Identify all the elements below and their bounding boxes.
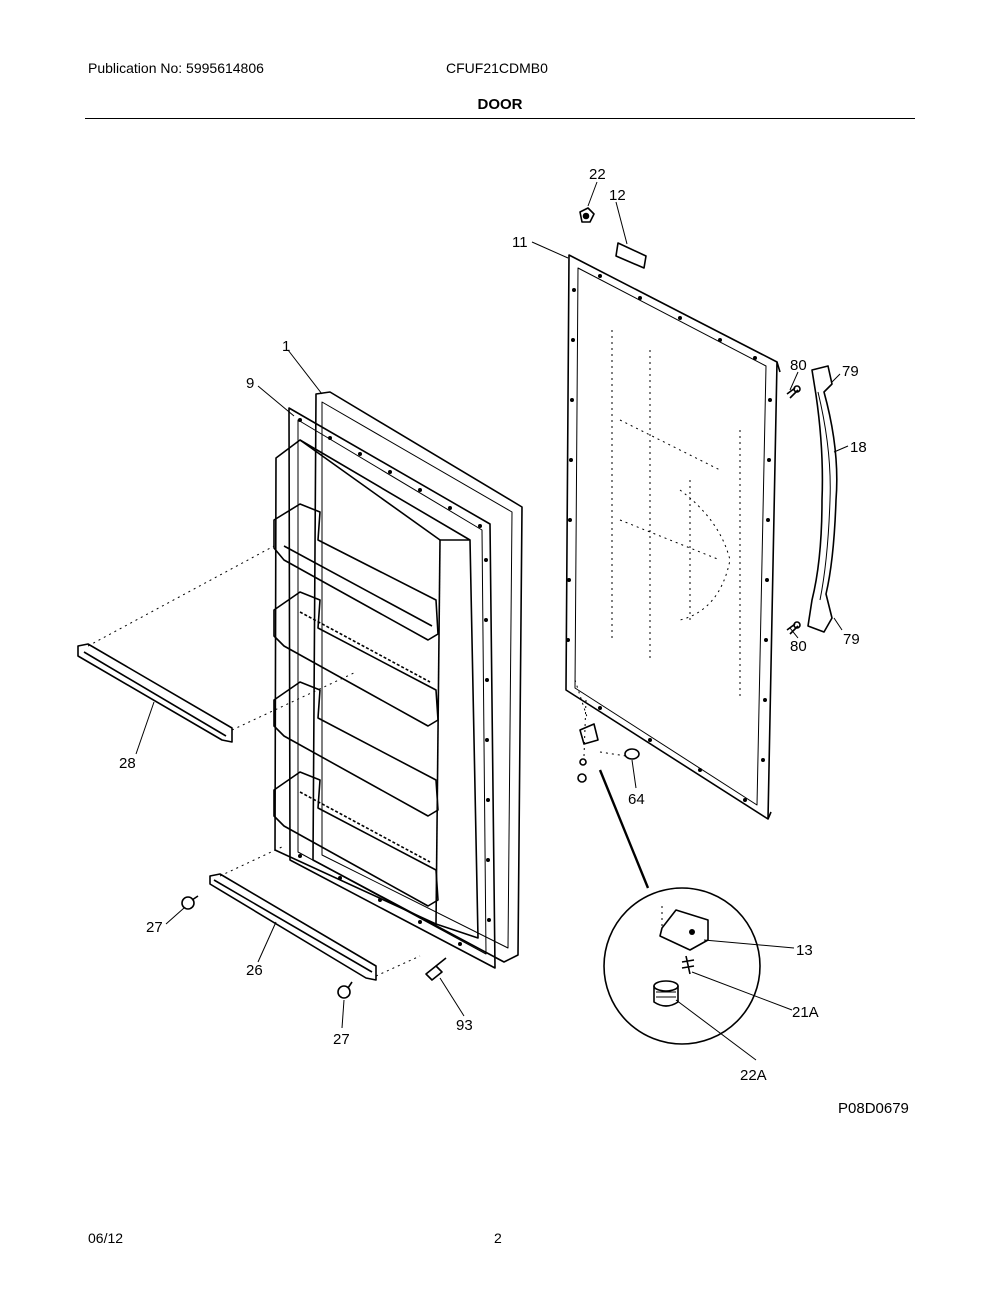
door-gasket [312, 391, 523, 963]
screw-93 [425, 957, 447, 981]
part-64-plug [624, 748, 640, 760]
callout-27-lower: 27 [333, 1031, 350, 1048]
part-22-nut [579, 207, 595, 223]
hinge-small-parts [577, 723, 640, 783]
door-shelves [273, 503, 439, 907]
outer-door-panel [565, 254, 781, 820]
callout-27-upper: 27 [146, 919, 163, 936]
callout-64: 64 [628, 791, 645, 808]
callout-12: 12 [609, 187, 626, 204]
callout-1: 1 [282, 338, 290, 355]
callout-79-bottom: 79 [843, 631, 860, 648]
shelf-rail-26 [209, 873, 377, 981]
push-pin-27-upper [181, 895, 199, 910]
push-pin-27-lower [337, 981, 353, 999]
callout-79-top: 79 [842, 363, 859, 380]
shelf-rail-28 [77, 643, 233, 743]
callout-9: 9 [246, 375, 254, 392]
callout-80-top: 80 [790, 357, 807, 374]
callout-28: 28 [119, 755, 136, 772]
drawing-code: P08D0679 [838, 1100, 909, 1117]
door-handle [807, 365, 838, 633]
callout-labels: 22 12 11 1 9 80 79 18 80 79 28 64 27 26 … [119, 166, 867, 1084]
callout-22A: 22A [740, 1067, 767, 1084]
revision-date: 06/12 [88, 1230, 124, 1246]
page-number: 2 [494, 1230, 502, 1246]
inner-door-liner [274, 407, 496, 969]
callout-13: 13 [796, 942, 813, 959]
publication-number: Publication No: 5995614806 [88, 60, 264, 76]
header-rule [85, 118, 915, 119]
callout-80-bottom: 80 [790, 638, 807, 655]
callout-26: 26 [246, 962, 263, 979]
hinge-detail-circle [603, 887, 761, 1045]
callout-93: 93 [456, 1017, 473, 1034]
callout-11: 11 [512, 234, 528, 251]
handle-screws [786, 385, 801, 635]
section-title: DOOR [477, 96, 523, 113]
callout-22: 22 [589, 166, 606, 183]
part-12-label [615, 242, 647, 269]
callout-18: 18 [850, 439, 867, 456]
model-number: CFUF21CDMB0 [446, 60, 548, 76]
callout-21A: 21A [792, 1004, 819, 1021]
